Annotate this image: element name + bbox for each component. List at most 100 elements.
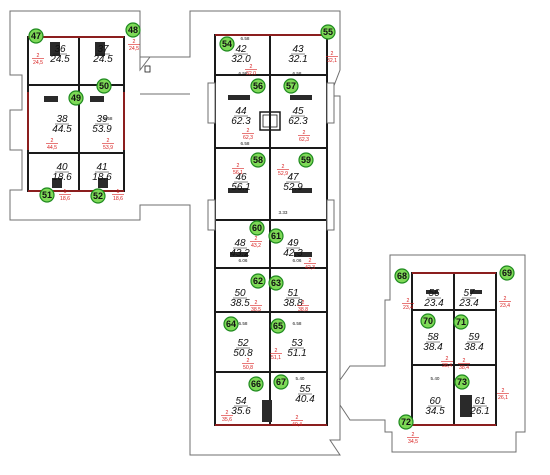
room-number: 47 (287, 172, 299, 183)
stair-hatch (294, 252, 312, 257)
dimension-label: 6.58 (239, 71, 248, 76)
apartment-area-red: 38,4 (459, 365, 469, 371)
apartment-index: 2 (446, 356, 449, 362)
apartment-area-red: 42,3 (305, 265, 315, 271)
dimension-label: 5.40 (296, 376, 305, 381)
room-area: 62.3 (288, 116, 308, 127)
room-area: 44.5 (52, 124, 72, 135)
apartment-marker-number: 55 (323, 27, 333, 37)
dimension-label: 6.58 (241, 141, 250, 146)
small-box-icon (144, 65, 151, 73)
apartment-marker-number: 67 (276, 377, 286, 387)
apartment-marker (298, 152, 314, 168)
connector-left (140, 56, 190, 95)
apartment-marker (268, 275, 284, 291)
dimension-label: 3.33 (279, 210, 288, 215)
apartment-marker-number: 57 (286, 81, 296, 91)
room-area: 56.1 (231, 182, 250, 193)
stair-hatches (44, 42, 482, 422)
apartment-index: 2 (275, 348, 278, 354)
room-area: 52.9 (283, 182, 303, 193)
dimension-label: 6.58 (239, 321, 248, 326)
stair-hatch (292, 188, 312, 193)
dimension-label: 6.58 (241, 36, 250, 41)
room-number: 60 (429, 396, 441, 407)
apartment-marker (249, 220, 265, 236)
apartment-area-red: 62,3 (299, 137, 309, 143)
room-number: 61 (474, 396, 485, 407)
right-wing-outline (339, 254, 526, 453)
room-area: 23.4 (458, 298, 479, 309)
apartment-marker (28, 28, 44, 44)
apartment-area-red: 62,3 (243, 135, 253, 141)
room-number: 42 (235, 44, 247, 55)
apartment-marker (453, 314, 469, 330)
apartment-marker-number: 65 (273, 321, 283, 331)
room-area: 43.2 (230, 248, 250, 259)
stair-hatch (470, 290, 482, 294)
apartment-index: 2 (303, 130, 306, 136)
room-number: 57 (463, 288, 475, 299)
room-area: 38.4 (464, 342, 484, 353)
notch (207, 82, 216, 124)
side-notches (207, 82, 335, 231)
room-area: 24.5 (92, 54, 113, 65)
apartment-marker-number: 56 (253, 81, 263, 91)
apartment-index: 2 (107, 138, 110, 144)
apartment-area-red: 52,9 (278, 171, 288, 177)
elevator-core (259, 111, 281, 131)
apartment-area-red: 23,4 (500, 303, 510, 309)
apartment-marker (68, 90, 84, 106)
apartment-marker (394, 268, 410, 284)
apartment-marker (454, 374, 470, 390)
apartment-marker-number: 58 (253, 155, 263, 165)
room-number: 52 (237, 338, 249, 349)
apartment-index: 2 (331, 51, 334, 57)
apartment-index: 2 (237, 163, 240, 169)
room-area: 38.4 (423, 342, 443, 353)
apartment-marker-number: 49 (71, 93, 81, 103)
apartment-area-red: 56,1 (233, 170, 243, 176)
apartment-marker (219, 36, 235, 52)
apartment-group: 3624.5224,5473724.5224,5483844.5244,5493… (28, 22, 515, 445)
apartment-marker (398, 414, 414, 430)
room-area: 53.9 (92, 124, 112, 135)
apartment-area-red: 18,6 (113, 196, 123, 202)
apartment-marker-number: 70 (423, 316, 433, 326)
elevator-car (262, 114, 278, 128)
dimension-label: 6.58 (293, 321, 302, 326)
stair-hatch (460, 395, 472, 417)
notch (326, 199, 335, 231)
room-area: 32.0 (231, 54, 251, 65)
room-area: 51.1 (287, 348, 306, 359)
room-area: 32.1 (288, 54, 307, 65)
dimension-label: 6.58 (293, 71, 302, 76)
apartment-area-red: 50,8 (243, 365, 253, 371)
apartment-marker-number: 62 (253, 276, 263, 286)
apartment-index: 2 (463, 358, 466, 364)
apartment-index: 2 (282, 164, 285, 170)
left-wing-outline (9, 10, 341, 456)
apartment-area-red: 32,1 (327, 58, 337, 64)
apartment-marker (39, 187, 55, 203)
room-number: 50 (234, 288, 246, 299)
apartment-marker (96, 78, 112, 94)
apartment-area-red: 23,4 (403, 305, 413, 311)
room-area: 24.5 (49, 54, 70, 65)
apartment-marker-number: 47 (31, 31, 41, 41)
apartment-area-red: 38,8 (298, 307, 308, 313)
stair-hatch (228, 188, 248, 193)
